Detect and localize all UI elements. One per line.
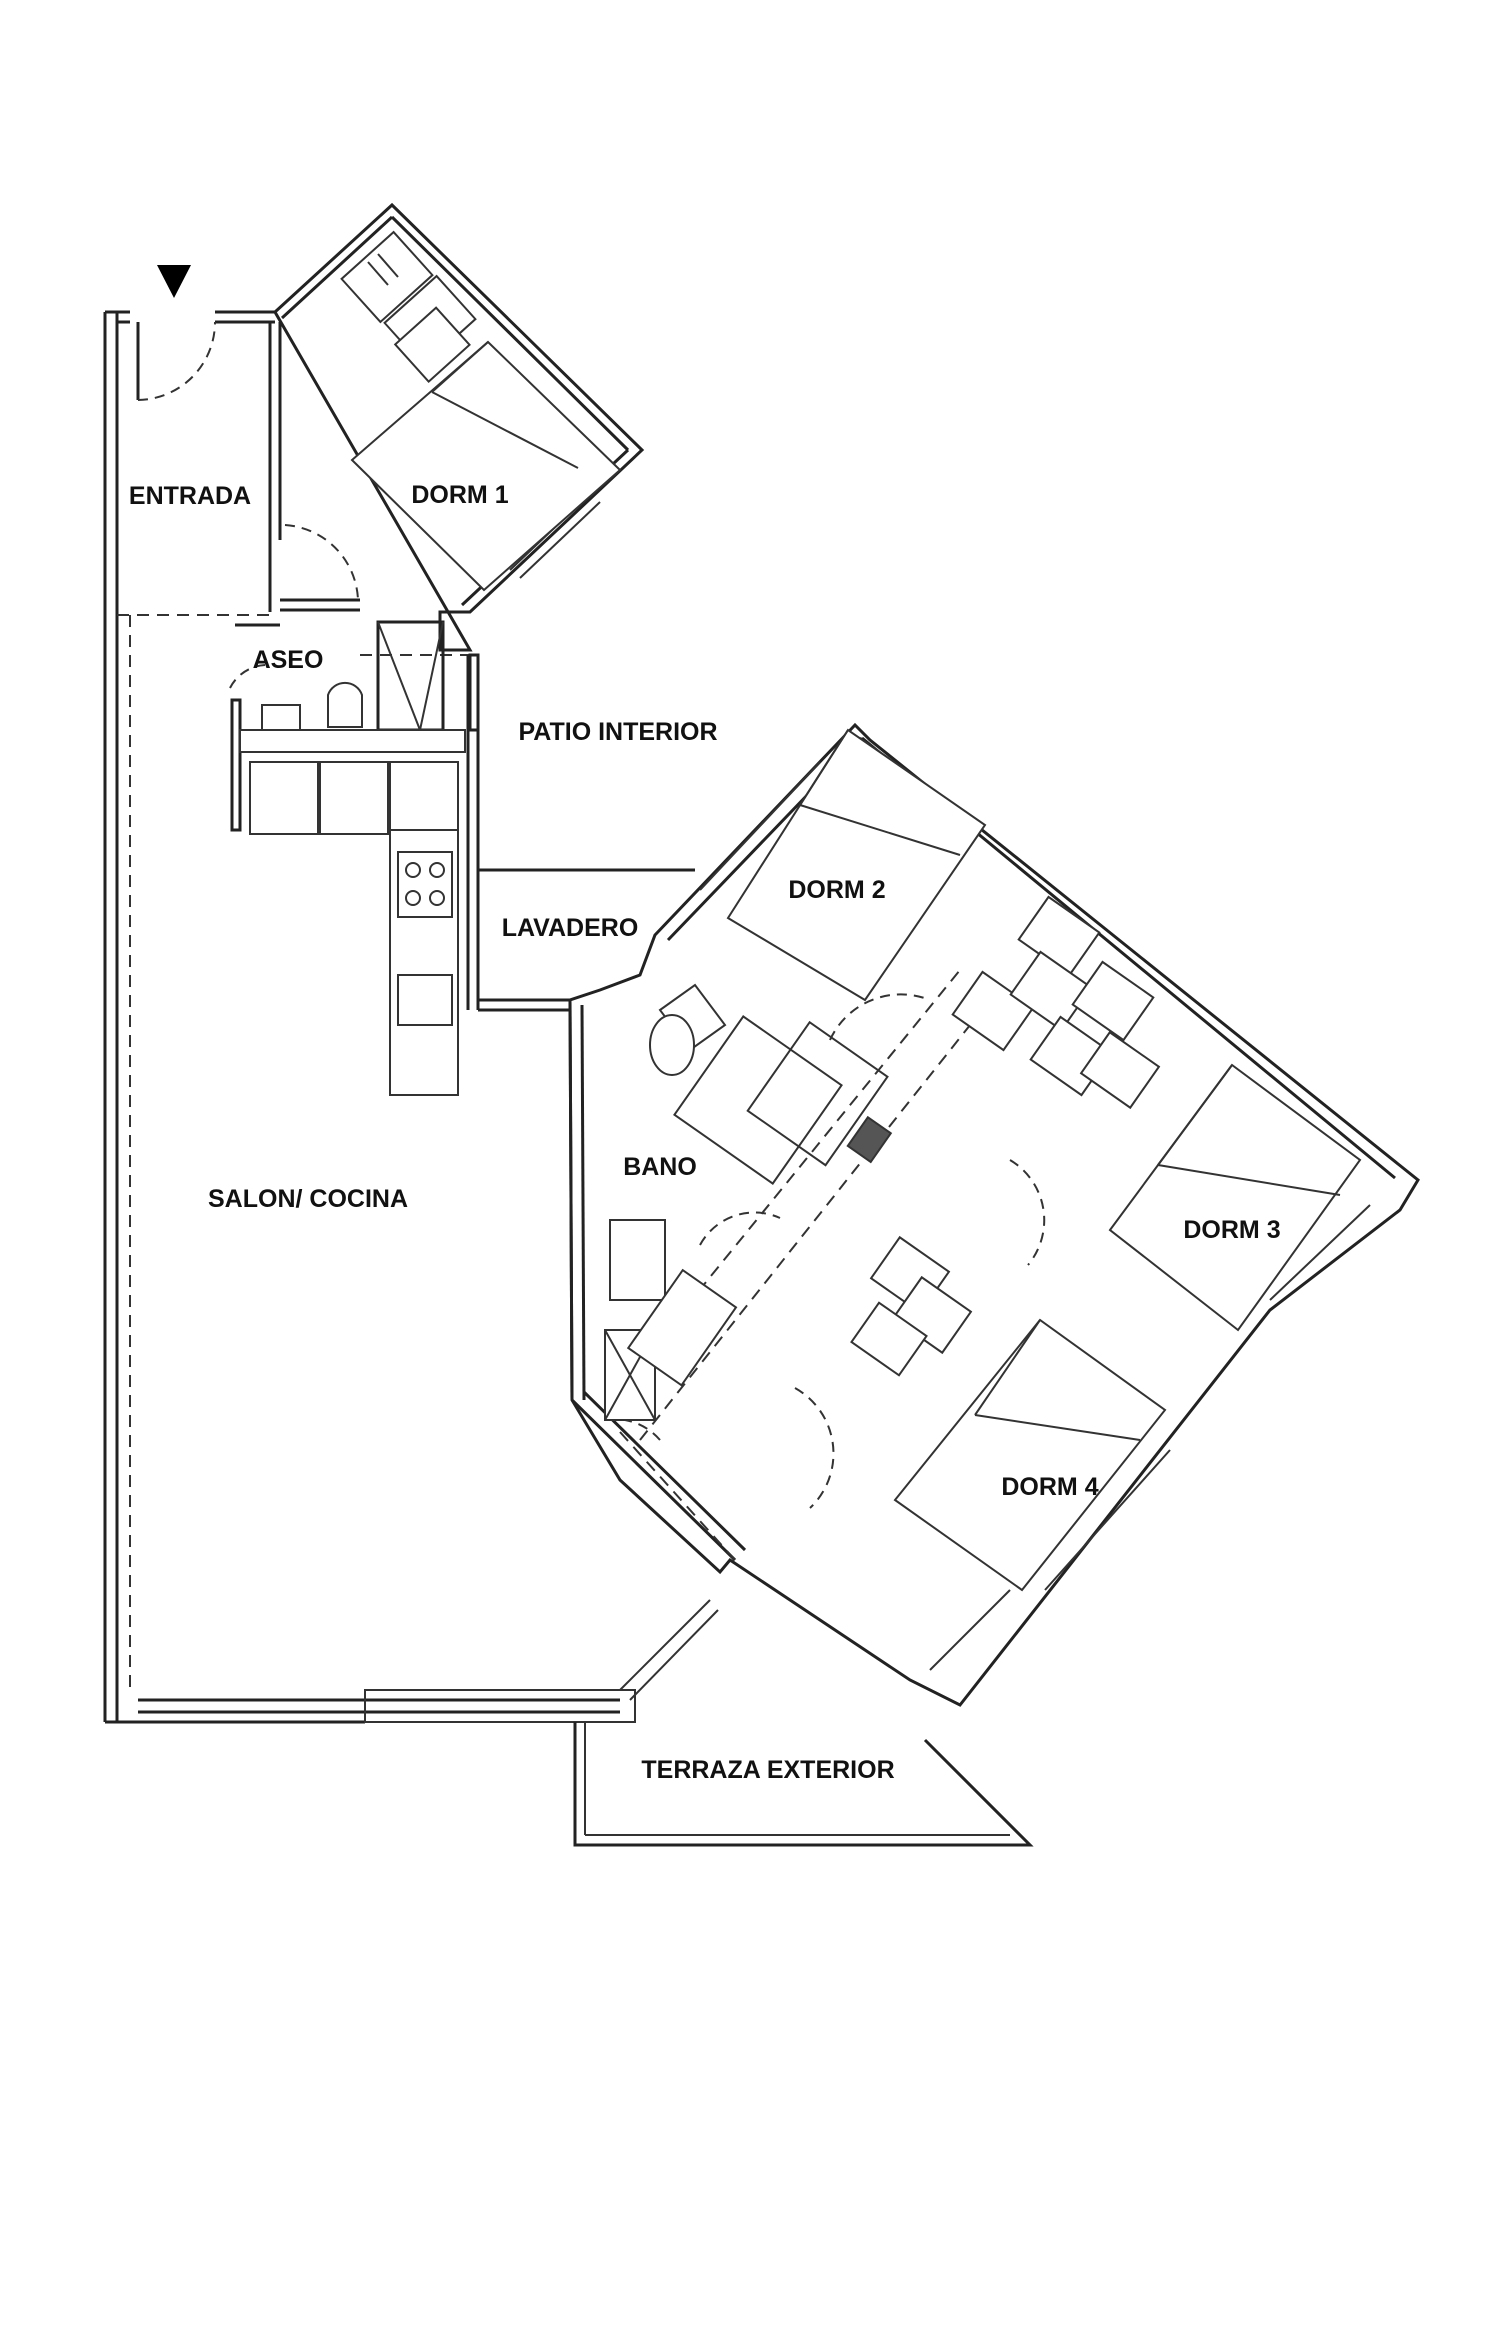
label-lavadero: LAVADERO: [502, 914, 639, 942]
label-salon: SALON/ COCINA: [208, 1185, 408, 1213]
label-dorm2: DORM 2: [788, 876, 885, 904]
aseo: [229, 620, 480, 832]
label-patio: PATIO INTERIOR: [518, 718, 717, 746]
partitions: [117, 614, 736, 1690]
terraza-walls: [573, 1599, 1034, 1847]
entrance-door: [136, 321, 216, 401]
dorm1-walls: [273, 202, 645, 652]
label-aseo: ASEO: [253, 646, 324, 674]
lavadero: [478, 868, 695, 1012]
label-dorm1: DORM 1: [411, 481, 508, 509]
dorm2-furniture: [726, 728, 1161, 1110]
right-block-walls: [568, 722, 1420, 1707]
label-dorm3: DORM 3: [1183, 1216, 1280, 1244]
dorm3-furniture: [1108, 1063, 1362, 1332]
label-dorm4: DORM 4: [1001, 1473, 1098, 1501]
bano-fixtures: [604, 983, 889, 1421]
room-labels: ENTRADA DORM 1 ASEO PATIO INTERIOR DORM …: [129, 481, 1281, 1784]
label-entrada: ENTRADA: [129, 482, 251, 510]
dorm4-furniture: [850, 1235, 1167, 1592]
kitchen: [239, 655, 480, 1096]
label-terraza: TERRAZA EXTERIOR: [641, 1756, 894, 1784]
entry-arrow-icon: [157, 265, 191, 298]
label-bano: BANO: [623, 1153, 697, 1181]
